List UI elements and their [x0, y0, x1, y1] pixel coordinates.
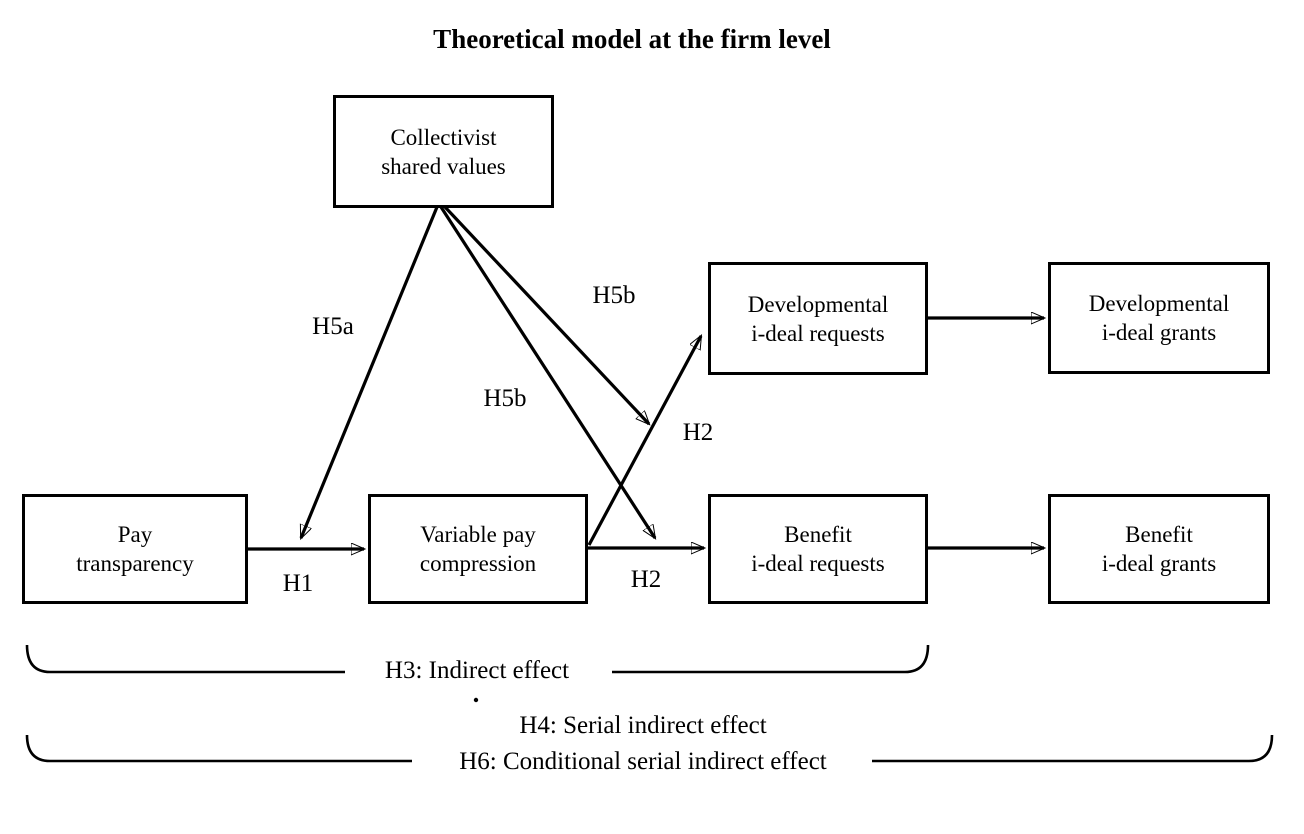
h3-bracket-right-segment — [612, 644, 930, 674]
node-benefit-ideal-grants: Benefit i-deal grants — [1048, 494, 1270, 604]
node-label-line: Collectivist — [390, 124, 497, 150]
arrow-h2-compression-to-developmental-requests — [587, 336, 703, 546]
node-label-line: Variable pay — [420, 522, 536, 547]
path-label-h1: H1 — [282, 570, 314, 597]
node-collectivist-shared-values: Collectivist shared values — [333, 95, 554, 208]
small-dot — [473, 697, 479, 703]
h3-bracket-left-segment — [25, 644, 345, 674]
path-label-h5a: H5a — [312, 313, 354, 340]
node-label-line: Pay — [117, 522, 153, 547]
arrow-h5b-collectivist-to-benefit-path — [439, 206, 657, 538]
h6-bracket-right-segment — [872, 734, 1274, 763]
node-variable-pay-compression: Variable pay compression — [368, 494, 588, 604]
effect-label-h6-conditional-serial-indirect: H6: Conditional serial indirect effect — [459, 748, 827, 775]
node-label-line: Developmental — [747, 291, 889, 317]
node-label-line: Developmental — [1088, 291, 1230, 316]
arrow-h5b-collectivist-to-developmental-path — [443, 205, 649, 424]
node-label-line: i-deal requests — [751, 551, 885, 576]
node-label-line: i-deal requests — [751, 320, 885, 346]
node-pay-transparency: Pay transparency — [22, 494, 248, 604]
node-label-line: transparency — [76, 551, 194, 576]
effect-label-h3-indirect: H3: Indirect effect — [384, 657, 570, 684]
effect-label-h4-serial-indirect: H4: Serial indirect effect — [519, 712, 767, 739]
node-benefit-ideal-requests: Benefit i-deal requests — [708, 494, 928, 604]
h6-bracket-left-segment — [25, 734, 412, 763]
node-label-line: compression — [419, 551, 537, 576]
node-label-line: shared values — [381, 153, 506, 179]
node-label-line: i-deal grants — [1101, 551, 1217, 576]
node-label-line: Benefit — [1125, 522, 1193, 547]
node-label-line: Benefit — [784, 522, 852, 547]
diagram-title: Theoretical model at the firm level — [433, 24, 831, 54]
path-label-h5b-middle: H5b — [483, 385, 527, 412]
node-developmental-ideal-grants: Developmental i-deal grants — [1048, 262, 1270, 374]
path-label-h2-upper: H2 — [682, 419, 714, 446]
path-label-h5b-upper: H5b — [592, 282, 636, 309]
path-label-h2-lower: H2 — [630, 566, 662, 593]
node-label-line: i-deal grants — [1101, 320, 1217, 345]
arrow-h5a-collectivist-to-h1-path — [299, 206, 439, 538]
node-developmental-ideal-requests: Developmental i-deal requests — [708, 262, 928, 375]
